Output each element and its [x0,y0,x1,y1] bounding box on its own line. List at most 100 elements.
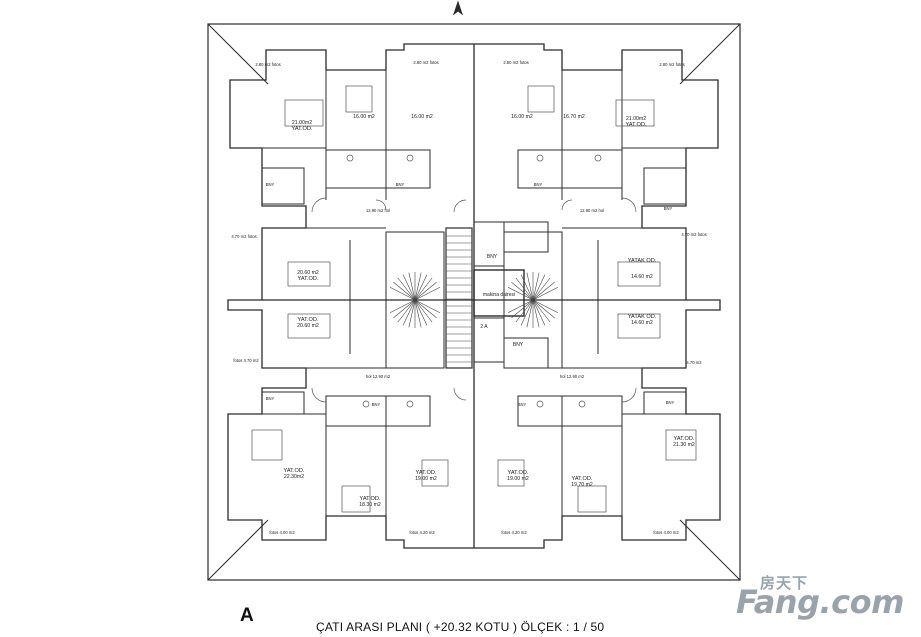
room-label: 16.00 m2 [411,114,433,120]
stair-tread [393,299,416,319]
small-label: 2.80 m2 fotos [659,62,684,67]
stair-tread [414,299,422,328]
stair-tread [414,274,428,301]
room-label: 20.60 m2 [297,323,319,329]
room-label: YAT.OD. [416,470,437,476]
small-label: BNY [518,402,527,407]
stair-tread [526,299,534,328]
room-label: YAT.OD. [284,468,305,474]
small-label: 2.80 m2 fotos [413,60,438,65]
small-label: 4.70 m2 [686,360,702,365]
stair-tread [414,299,428,326]
small-label: 12.90 m2 hol [366,208,390,213]
small-label: BNY [534,182,543,187]
drawing-title: ÇATI ARASI PLANI ( +20.32 KOTU ) ÖLÇEK :… [316,620,605,634]
room-label: YAT.OD. [626,122,647,128]
stair-tread [393,281,416,301]
room-label: 21.00m2 [626,116,646,122]
stair-tread [397,277,416,301]
stair-tread [526,272,534,301]
stair-tread [389,299,416,313]
room-label: 16.00 m2 [353,114,375,120]
small-label: 2.80 m2 fotos [255,62,280,67]
stair-tread [532,272,540,301]
small-label: BNY [266,396,275,401]
room-label: 14.60 m2 [631,320,653,326]
room-label: 14.60 m2 [631,274,653,280]
room-label: YAT.OD. [298,317,319,323]
room-label: 20.60 m2 [297,270,319,276]
room-label: YAT.OD. [674,436,695,442]
building-wall-right [474,43,721,549]
north-arrow-icon [453,0,463,16]
small-label: BNY [396,182,405,187]
room-label: YAT.OD. [360,496,381,502]
stair-tread [414,272,422,301]
room-label: 21.30 m2 [673,442,695,448]
stair-tread [532,277,551,301]
small-label: fotos 4.20 m2 [409,530,435,535]
room-label: YAT.OD. [292,126,313,132]
drawing-letter: A [240,605,254,626]
small-label: fotos 4.70 m2 [233,358,259,363]
small-label: hol 12.90 m2 [560,374,585,379]
stair-tread [532,299,551,323]
room-label: 19.70 m2 [571,482,593,488]
stair-tread [414,299,433,323]
stair-tread [408,272,416,301]
small-label: BNY [372,402,381,407]
stair-tread [511,299,534,319]
room-label: YATAK OD. [628,258,657,264]
stair-tread [532,299,555,319]
stair-tread [532,287,559,301]
stair-tread [414,299,437,319]
room-label: 21.00m2 [292,120,312,126]
stair-tread [408,299,416,328]
stair-label: BNY [487,254,498,260]
small-label: BNY [266,182,275,187]
stair-tread [414,287,441,301]
small-label: BNY [666,400,675,405]
small-label: fotos 4.00 m2 [269,530,295,535]
room-label: YATAK OD. [628,314,657,320]
stair-tread [532,274,546,301]
stair-tread [532,281,555,301]
small-label: BNY [664,206,673,211]
stair-tread [520,274,534,301]
stair-tread [511,281,534,301]
small-label: fotos 4.00 m2 [653,530,679,535]
stair-tread [515,277,534,301]
machine-room [473,269,525,317]
stair-tread [515,299,534,323]
stair-tread [389,287,416,301]
room-label: YAT.OD. [572,476,593,482]
watermark-logo: Fang.com [736,583,904,621]
small-label: 12.90 m2 hol [580,208,604,213]
stair-tread [402,274,416,301]
small-label: 4.70 m2 fotos [231,234,256,239]
room-label: 16.70 m2 [563,114,585,120]
stair-tread [532,299,546,326]
stair-tread [532,299,540,328]
elevator-shaft [445,227,473,369]
stair-tread [414,281,437,301]
room-label: 18.30 m2 [359,502,381,508]
stair-tread [414,277,433,301]
stair-core-left [385,231,445,369]
stair-label: BNY [513,342,524,348]
room-label: YAT.OD. [298,276,319,282]
room-label: 16.00 m2 [511,114,533,120]
stair-tread [507,299,534,313]
machine-room-label: makina dairesi [483,292,515,298]
small-label: 4.70 m2 fotos [681,232,706,237]
stair-tread [414,299,441,313]
stair-tread [532,299,559,313]
stair-tread [520,299,534,326]
small-label: fotos 4.20 m2 [501,530,527,535]
room-label: 22.30m2 [284,474,304,480]
stair-tread [507,287,534,301]
room-label: 19.00 m2 [507,476,529,482]
stair-label: 2 A [480,324,488,330]
stair-tread [397,299,416,323]
